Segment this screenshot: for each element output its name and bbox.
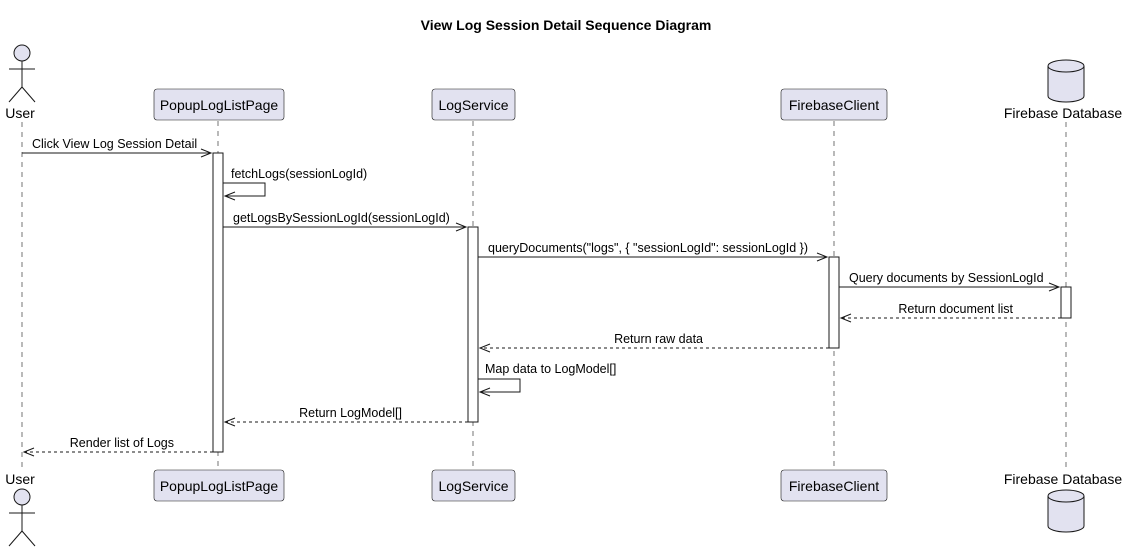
actor-head bbox=[13, 44, 31, 62]
message-label: queryDocuments("logs", { "sessionLogId":… bbox=[488, 241, 808, 255]
message-return-raw-data: Return raw data bbox=[478, 332, 829, 353]
message-return-log-model: Return LogModel[] bbox=[223, 406, 468, 427]
message-label: Render list of Logs bbox=[70, 436, 174, 450]
participant-label-firebase-database-bottom: Firebase Database bbox=[1004, 471, 1123, 487]
arrowhead bbox=[223, 417, 236, 427]
participant-label-user: User bbox=[5, 105, 35, 121]
activation-firebase-database bbox=[1060, 286, 1072, 319]
message-get-logs-by-session-log-id: getLogsBySessionLogId(sessionLogId) bbox=[223, 211, 468, 232]
participant-log-service-bottom: LogService bbox=[431, 469, 516, 502]
arrowhead bbox=[1048, 282, 1061, 292]
activation-log-service bbox=[467, 226, 479, 423]
database-icon bbox=[1047, 66, 1085, 103]
message-map-data-to-log-model: Map data to LogModel[] bbox=[478, 362, 616, 397]
activation-bars bbox=[212, 152, 1072, 453]
participant-label-firebase-client-bottom: FirebaseClient bbox=[789, 478, 879, 494]
participant-heads-top: User PopupLogListPage LogService Firebas… bbox=[5, 44, 1123, 121]
message-label: Return document list bbox=[898, 302, 1013, 316]
participant-log-service-top: LogService bbox=[431, 88, 516, 121]
participant-label-log-service: LogService bbox=[438, 97, 508, 113]
message-query-documents: queryDocuments("logs", { "sessionLogId":… bbox=[478, 241, 829, 262]
message-query-documents-by-session-log-id: Query documents by SessionLogId bbox=[839, 271, 1061, 292]
arrowhead bbox=[816, 252, 829, 262]
actor-user-bottom: User bbox=[5, 471, 36, 547]
message-click-view-log-session-detail: Click View Log Session Detail bbox=[22, 137, 213, 158]
message-label: Return raw data bbox=[614, 332, 703, 346]
arrowhead bbox=[223, 191, 236, 201]
arrowhead bbox=[200, 148, 213, 158]
message-label: getLogsBySessionLogId(sessionLogId) bbox=[233, 211, 450, 225]
message-return-document-list: Return document list bbox=[839, 302, 1061, 323]
arrowhead bbox=[455, 222, 468, 232]
message-fetch-logs: fetchLogs(sessionLogId) bbox=[223, 167, 367, 201]
messages: Click View Log Session Detail fetchLogs(… bbox=[22, 137, 1061, 457]
participant-label-popup-log-list-page: PopupLogListPage bbox=[160, 97, 279, 113]
participant-popup-log-list-page-top: PopupLogListPage bbox=[153, 88, 285, 121]
participant-firebase-client-top: FirebaseClient bbox=[780, 88, 888, 121]
lifelines bbox=[21, 121, 1067, 470]
participant-firebase-client-bottom: FirebaseClient bbox=[780, 469, 888, 502]
participant-label-firebase-database: Firebase Database bbox=[1004, 105, 1123, 121]
activation-firebase-client bbox=[828, 256, 840, 349]
participant-label-user-bottom: User bbox=[5, 471, 35, 487]
participant-firebase-database-top: Firebase Database bbox=[1004, 59, 1123, 121]
participant-label-log-service-bottom: LogService bbox=[438, 478, 508, 494]
arrowhead bbox=[22, 447, 35, 457]
activation-popup-log-list-page bbox=[212, 152, 224, 453]
participant-label-firebase-client: FirebaseClient bbox=[789, 97, 879, 113]
message-label: Map data to LogModel[] bbox=[485, 362, 616, 376]
message-label: Return LogModel[] bbox=[299, 406, 402, 420]
participant-popup-log-list-page-bottom: PopupLogListPage bbox=[153, 469, 285, 502]
participant-label-popup-log-list-page-bottom: PopupLogListPage bbox=[160, 478, 279, 494]
participant-heads-bottom: User PopupLogListPage LogService Firebas… bbox=[5, 469, 1123, 547]
database-icon bbox=[1047, 496, 1085, 533]
message-label: Query documents by SessionLogId bbox=[849, 271, 1044, 285]
diagram-title: View Log Session Detail Sequence Diagram bbox=[421, 17, 712, 33]
actor-user-top: User bbox=[5, 44, 36, 121]
arrowhead bbox=[478, 387, 491, 397]
participant-firebase-database-bottom: Firebase Database bbox=[1004, 471, 1123, 533]
message-label: Click View Log Session Detail bbox=[32, 137, 197, 151]
arrowhead bbox=[839, 313, 852, 323]
message-label: fetchLogs(sessionLogId) bbox=[231, 167, 367, 181]
arrowhead bbox=[478, 343, 491, 353]
message-render-list-of-logs: Render list of Logs bbox=[22, 436, 213, 457]
actor-head bbox=[13, 488, 31, 506]
